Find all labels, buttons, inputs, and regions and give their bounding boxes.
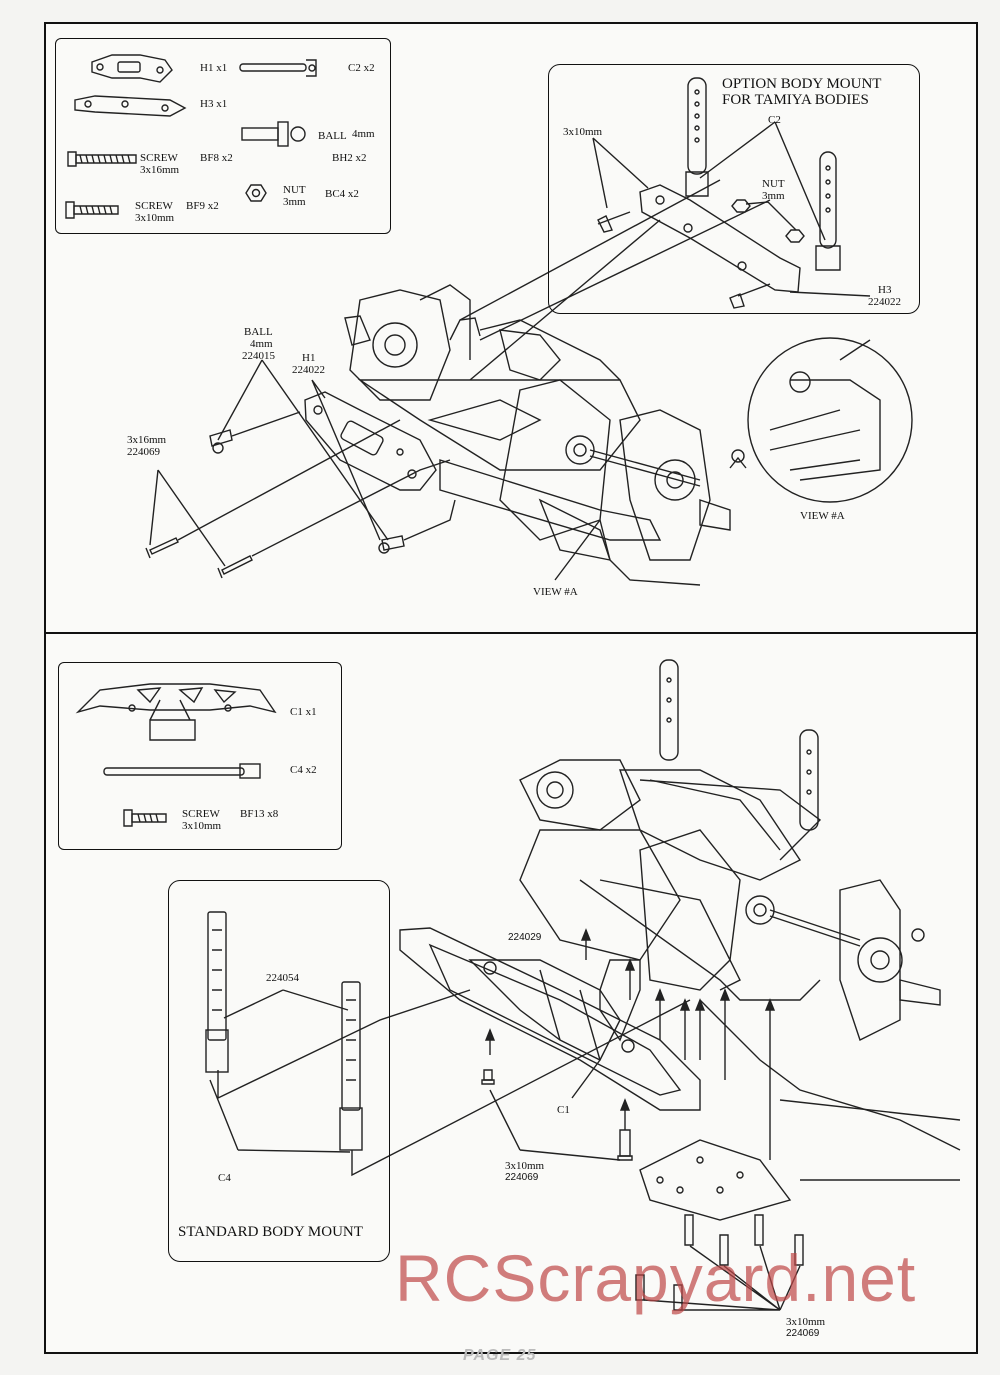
- option-body-mount-box: [548, 64, 920, 314]
- ball-callout-size: 4mm: [250, 338, 273, 350]
- parts-screw16-icon: [67, 151, 137, 167]
- standard-mount-drawing: [205, 911, 691, 1177]
- label-bf9-qty: BF9 x2: [186, 200, 219, 212]
- front-chassis-drawing: [344, 179, 771, 586]
- screw-callout-a-number: 224069: [505, 1172, 539, 1183]
- label-bh2-qty: BH2 x2: [332, 152, 367, 164]
- screw16-callout-number: 224069: [127, 446, 160, 458]
- screw-callout-b-number: 224069: [786, 1328, 820, 1339]
- view-a-label-main: VIEW #A: [533, 586, 578, 598]
- standard-mount-number: 224054: [266, 972, 299, 984]
- option-mount-title-2: FOR TAMIYA BODIES: [722, 92, 869, 108]
- top-parts-list-box: [55, 38, 391, 234]
- option-nut-size: 3mm: [762, 190, 785, 202]
- ball-callout-number: 224015: [242, 350, 275, 362]
- bottom-fasteners: [481, 928, 804, 1311]
- parts-c4-icon: [103, 763, 261, 779]
- option-mount-drawing: [592, 77, 871, 309]
- bottom-parts-list-box: [58, 662, 342, 850]
- watermark: RCScrapyard.net: [395, 1241, 917, 1315]
- parts-h3-icon: [74, 95, 187, 117]
- option-screw-label: 3x10mm: [563, 126, 603, 138]
- label-screw-bf13-size: 3x10mm: [182, 820, 222, 832]
- rear-chassis-drawing: [519, 659, 961, 1221]
- screw16-callout: 3x16mm: [127, 434, 167, 446]
- parts-screw-bf13-icon: [123, 809, 167, 827]
- parts-screw10-icon: [65, 201, 119, 219]
- label-screw-bf13: SCREW: [182, 808, 220, 820]
- parts-c2-icon: [239, 59, 317, 77]
- h1-plate-drawing: [145, 359, 601, 581]
- page-number: PAGE 25: [463, 1347, 537, 1364]
- label-c4-qty: C4 x2: [290, 764, 317, 776]
- label-screw16-size: 3x16mm: [140, 164, 180, 176]
- view-a-detail: [747, 337, 913, 503]
- label-c1-qty: C1 x1: [290, 706, 317, 718]
- label-bf13-qty: BF13 x8: [240, 808, 279, 820]
- option-nut-label: NUT: [762, 178, 785, 190]
- label-nut-size: 3mm: [283, 196, 306, 208]
- label-c2-qty: C2 x2: [348, 62, 375, 74]
- section-divider: [44, 632, 976, 634]
- bumper-c1-drawing: [399, 927, 701, 1111]
- option-c2-label: C2: [768, 114, 781, 126]
- label-bc4-qty: BC4 x2: [325, 188, 359, 200]
- h1-callout-number: 224022: [292, 364, 325, 376]
- label-bf8-qty: BF8 x2: [200, 152, 233, 164]
- label-h3-qty: H3 x1: [200, 98, 228, 110]
- part-224029-label: 224029: [508, 932, 542, 943]
- label-h1-qty: H1 x1: [200, 62, 228, 74]
- ball-callout: BALL: [244, 326, 273, 338]
- h1-callout: H1: [302, 352, 316, 364]
- c1-callout: C1: [557, 1104, 570, 1116]
- label-ball: BALL: [318, 130, 347, 142]
- option-h3-number: 224022: [868, 296, 901, 308]
- parts-c1-icon: [75, 683, 277, 741]
- standard-mount-title: STANDARD BODY MOUNT: [178, 1224, 363, 1240]
- standard-body-mount-box: [168, 880, 390, 1262]
- option-h3-label: H3: [878, 284, 892, 296]
- label-nut: NUT: [283, 184, 306, 196]
- label-screw10: SCREW: [135, 200, 173, 212]
- screw-callout-b: 3x10mm: [786, 1316, 826, 1328]
- parts-ball-icon: [241, 121, 306, 147]
- view-a-label-detail: VIEW #A: [800, 510, 845, 522]
- parts-h1-icon: [91, 54, 173, 83]
- parts-nut-icon: [245, 184, 267, 202]
- label-screw10-size: 3x10mm: [135, 212, 175, 224]
- label-screw16: SCREW: [140, 152, 178, 164]
- standard-mount-c4: C4: [218, 1172, 231, 1184]
- screw-callout-a: 3x10mm: [505, 1160, 545, 1172]
- label-ball-size: 4mm: [352, 128, 375, 140]
- option-mount-title-1: OPTION BODY MOUNT: [722, 76, 882, 92]
